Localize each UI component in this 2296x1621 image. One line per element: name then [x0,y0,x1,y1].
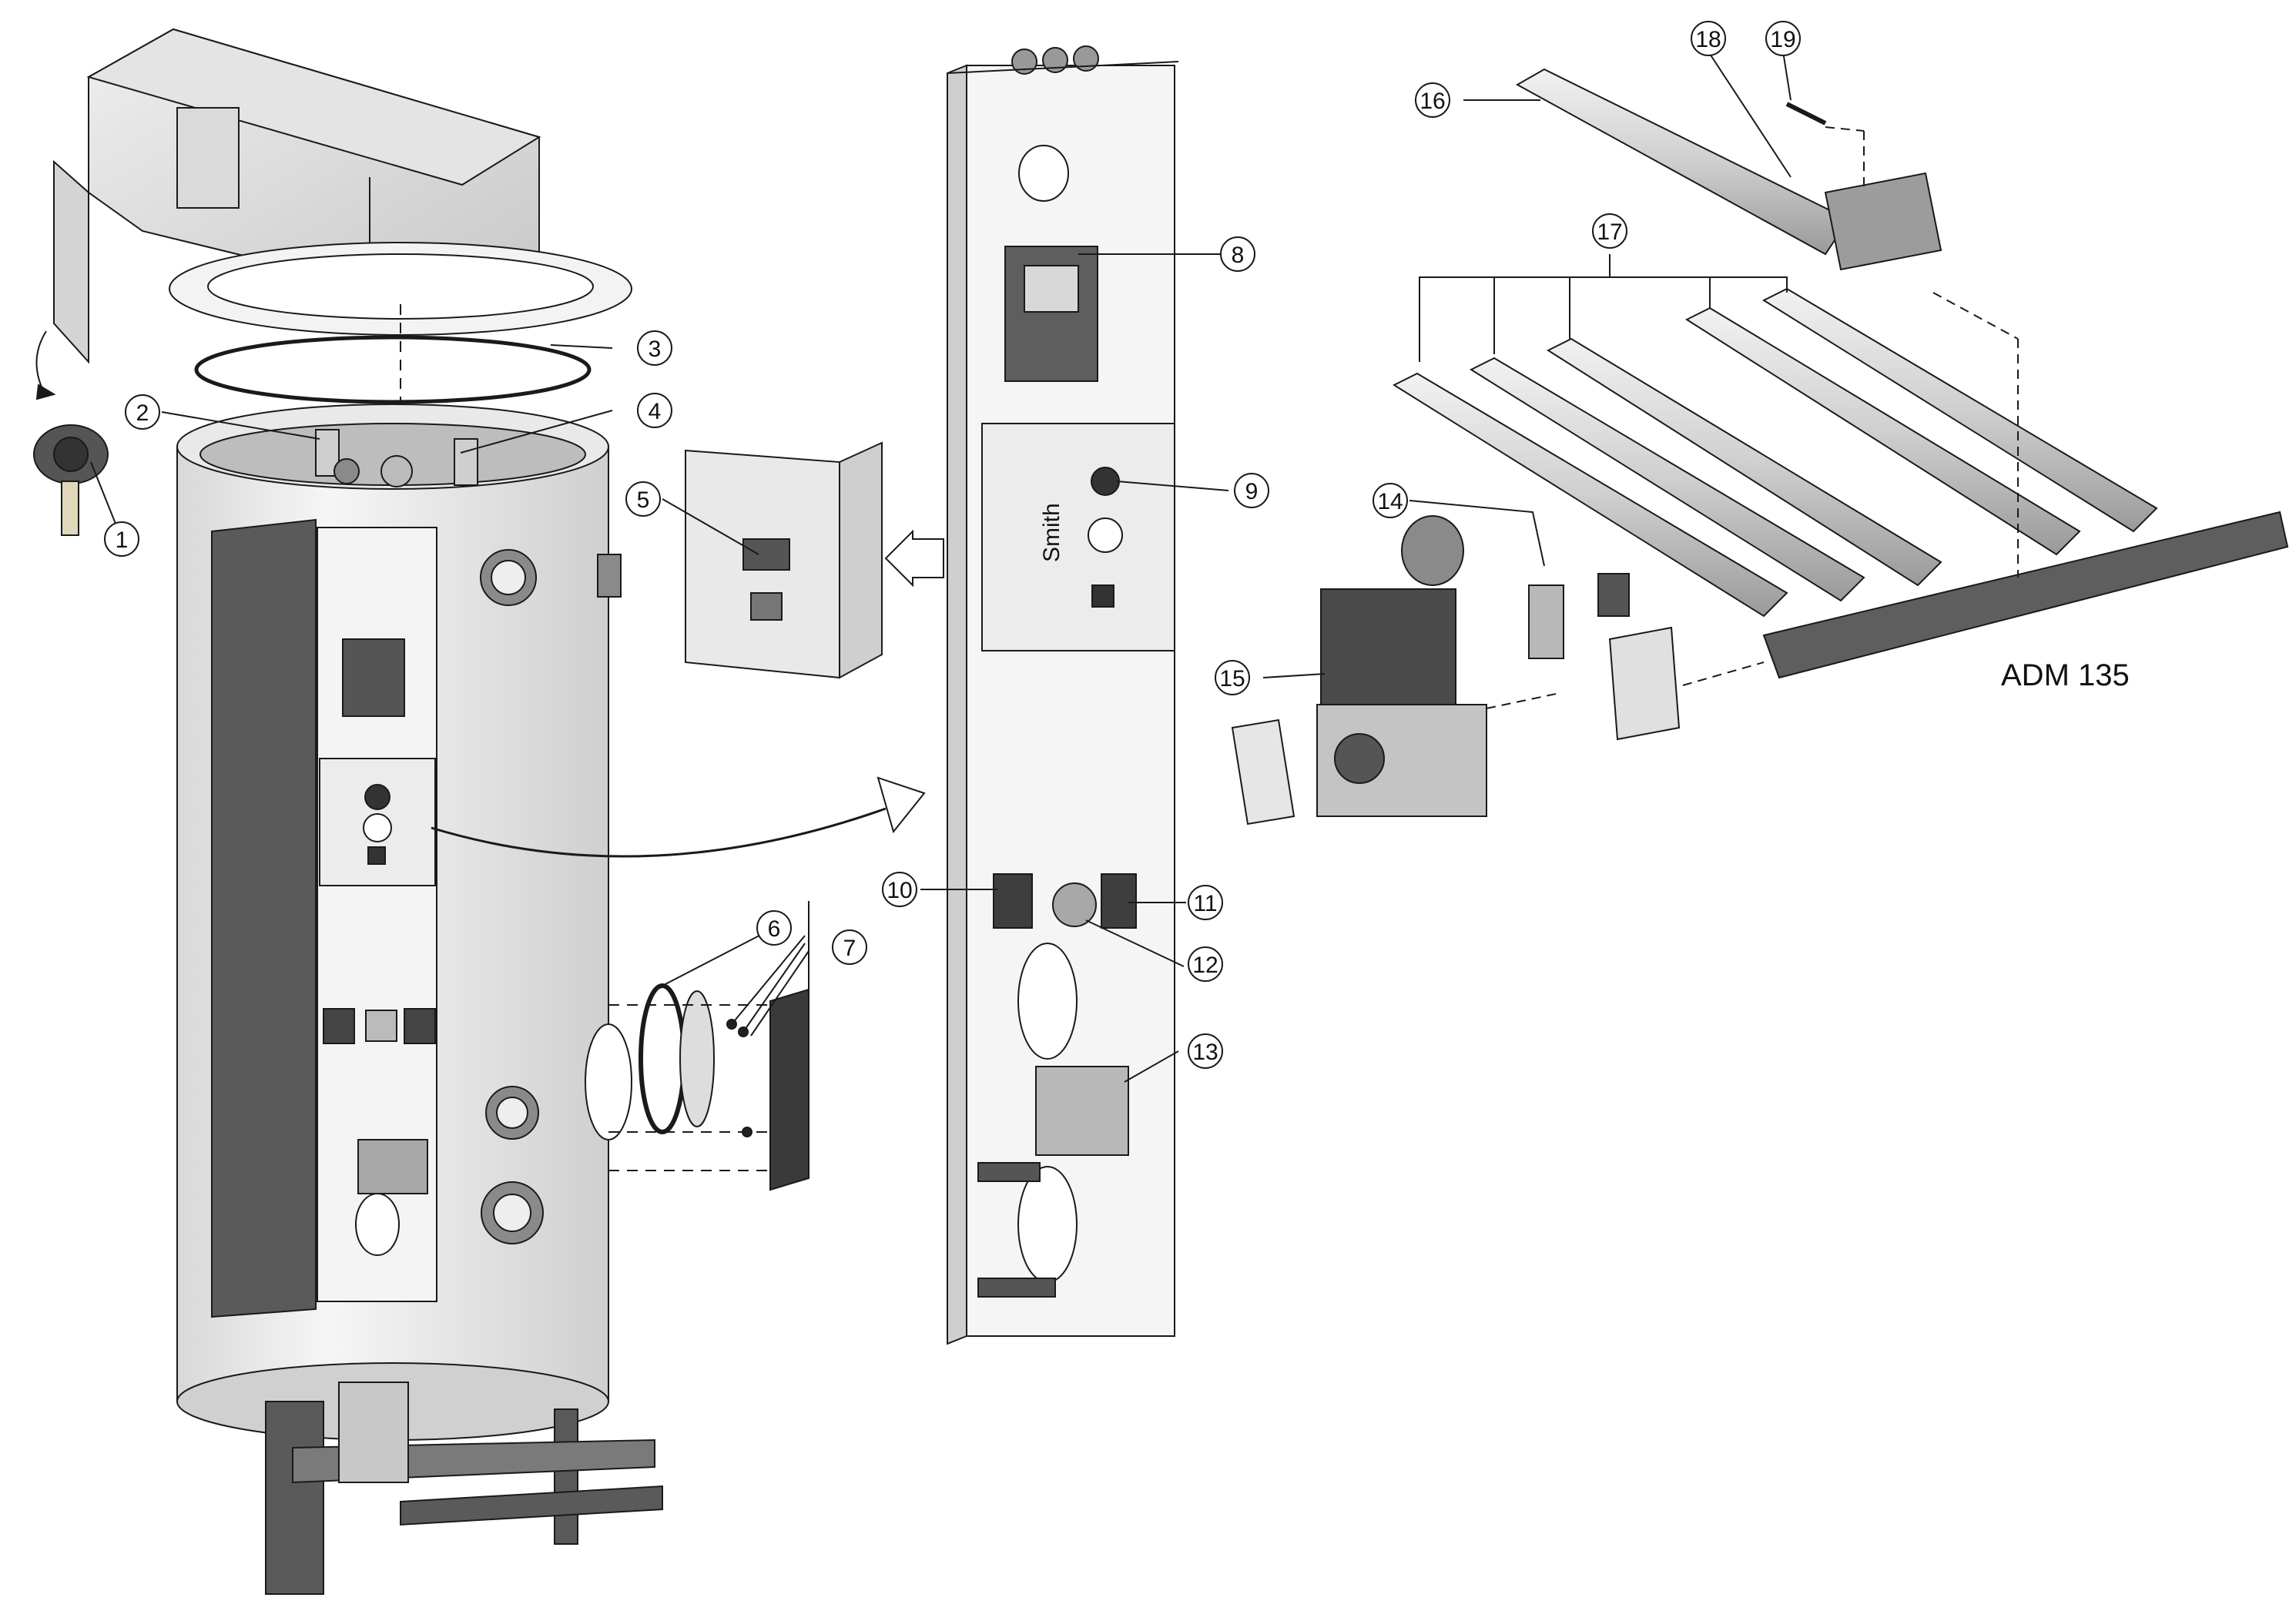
svg-text:12: 12 [1192,953,1218,978]
top-gasket [194,335,592,404]
callout-9: 9 [1234,473,1269,508]
part-13-gas-box [1035,1066,1129,1156]
callout-1: 1 [104,521,139,557]
model-label: ADM 135 [2001,658,2130,692]
part-14-solenoid [1528,584,1564,659]
svg-text:18: 18 [1695,27,1721,52]
callouts: 1 2 3 4 5 6 7 8 9 10 11 12 13 14 15 16 1… [104,21,1801,1069]
svg-text:5: 5 [637,487,650,513]
callout-14: 14 [1373,483,1408,518]
callout-18: 18 [1691,21,1726,56]
svg-text:13: 13 [1192,1040,1218,1065]
part-15-gas-valve [1231,515,1487,826]
svg-text:7: 7 [843,936,856,961]
callout-2: 2 [125,394,160,430]
svg-text:15: 15 [1219,666,1245,692]
callout-13: 13 [1188,1033,1223,1069]
svg-text:17: 17 [1597,219,1622,245]
panel-transfer-arrow [431,807,887,858]
svg-text:11: 11 [1193,891,1217,916]
brand-text: Smith [1039,503,1064,562]
callout-4: 4 [637,393,672,428]
callout-19: 19 [1765,21,1801,56]
callout-16: 16 [1415,82,1450,118]
flue-hood [53,28,541,364]
part-12-pressure-switch [1052,883,1097,927]
svg-text:19: 19 [1770,27,1795,52]
callout-11: 11 [1188,885,1223,920]
callout-10: 10 [882,872,917,907]
callout-8: 8 [1220,236,1255,272]
callout-6: 6 [756,910,792,946]
svg-text:4: 4 [649,399,662,424]
svg-text:10: 10 [887,878,912,903]
gas-manifold [1762,511,2289,679]
svg-text:8: 8 [1232,243,1245,268]
handhole-assembly [608,983,809,1191]
svg-text:14: 14 [1377,489,1403,514]
callout-17: 17 [1592,213,1627,249]
svg-text:9: 9 [1245,479,1259,504]
part-9-control-module [981,423,1175,651]
svg-text:3: 3 [649,337,662,362]
burner-assembly [1231,68,2289,826]
control-panel-strip: Smith [884,45,1179,1345]
svg-text:2: 2 [136,400,149,426]
panel-5-arrow [884,529,944,588]
callout-12: 12 [1188,946,1223,982]
callout-5: 5 [625,481,661,517]
callout-3: 3 [637,330,672,366]
svg-text:6: 6 [768,916,781,942]
callout-leaders [90,51,1792,1083]
part-10-relay [993,873,1033,929]
part-16-pilot-burner [1515,68,1942,271]
callout-15: 15 [1215,660,1250,695]
water-heater-assembly [33,28,926,1595]
svg-text:16: 16 [1419,89,1445,114]
part-1-flue-sensor [33,330,109,536]
part-11-terminal [1101,873,1137,929]
part-5-bracket [685,441,883,679]
svg-text:1: 1 [116,527,129,553]
callout-7: 7 [832,929,867,965]
